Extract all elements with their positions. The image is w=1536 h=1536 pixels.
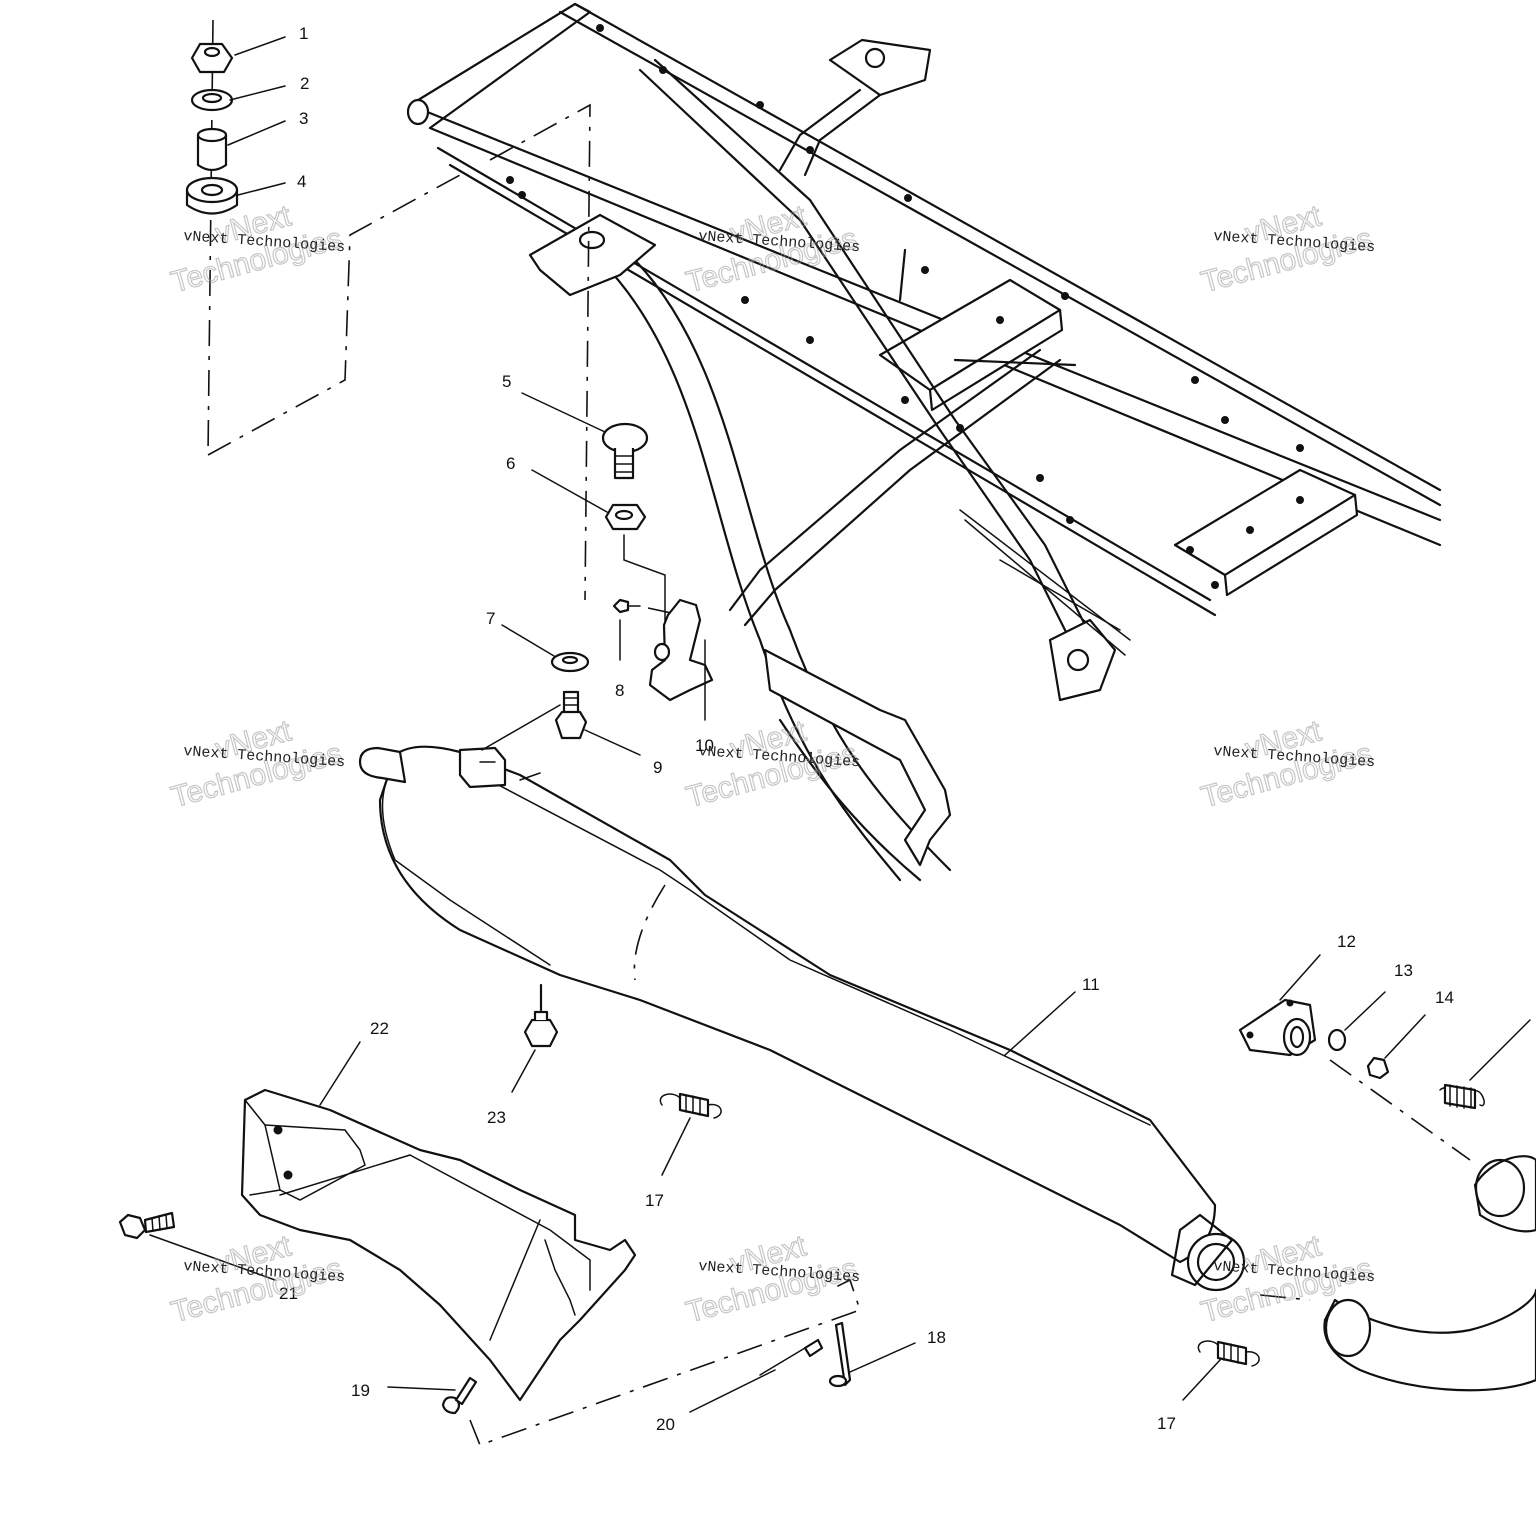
callout-7: 7 [486,609,495,628]
spring-icon [659,1092,722,1119]
watermark: vNext Technologies vNext Technologies [167,714,346,815]
callout-6: 6 [506,454,515,473]
callout-4: 4 [297,172,306,191]
leader-lines [149,36,1531,1413]
watermark: vNext Technologies vNext Technologies [167,199,346,300]
watermark: vNext Technologies vNext Technologies [682,1229,861,1330]
nut-icon [190,42,234,74]
bracket-icon [648,598,714,702]
watermark: vNext Technologies vNext Technologies [167,1229,346,1330]
callout-17-a: 17 [645,1191,664,1210]
exhaust-pipe [1238,998,1536,1392]
rivet-icon [759,1347,806,1376]
callout-17-b: 17 [1157,1414,1176,1433]
muffler [358,704,1246,1292]
springs [659,1092,1260,1367]
spring-icon [1439,1083,1485,1110]
watermark: vNext Technologies vNext Technologies [682,199,861,300]
heat-shield [240,1088,637,1402]
callout-11: 11 [1082,975,1100,994]
callout-21: 21 [279,1284,298,1303]
screw-icon [441,1396,461,1415]
spacer-icon [196,133,228,172]
watermark: vNext Technologies vNext Technologies [682,714,861,815]
frame-holes [506,24,1304,589]
callout-numbers: 1 2 3 4 5 6 7 8 9 10 11 12 13 14 17 18 1… [279,24,1454,1434]
nut-icon [523,1018,559,1048]
callout-5: 5 [502,372,511,391]
watermark: vNext Technologies vNext Technologies [1197,714,1376,815]
bolt-icon [118,1213,147,1240]
muffler-mount-hardware [550,422,714,740]
callout-23: 23 [487,1108,506,1127]
callout-14: 14 [1435,988,1454,1007]
callout-9: 9 [653,758,662,777]
callout-19: 19 [351,1381,370,1400]
callout-13: 13 [1394,961,1413,980]
callout-10: 10 [695,736,714,755]
watermark: vNext Technologies vNext Technologies [1197,199,1376,300]
upper-mount-hardware [185,19,591,601]
spring-icon [1197,1340,1260,1367]
callout-3: 3 [299,109,308,128]
callout-8: 8 [615,681,624,700]
callout-1: 1 [299,24,308,43]
vehicle-frame [406,2,1442,882]
small-fasteners [118,983,862,1447]
callout-18: 18 [927,1328,946,1347]
callout-22: 22 [370,1019,389,1038]
bumper-icon [601,422,649,454]
callout-12: 12 [1337,932,1356,951]
callout-20: 20 [656,1415,675,1434]
callout-2: 2 [300,74,309,93]
screw-icon [612,598,630,614]
pin-icon [834,1321,852,1387]
